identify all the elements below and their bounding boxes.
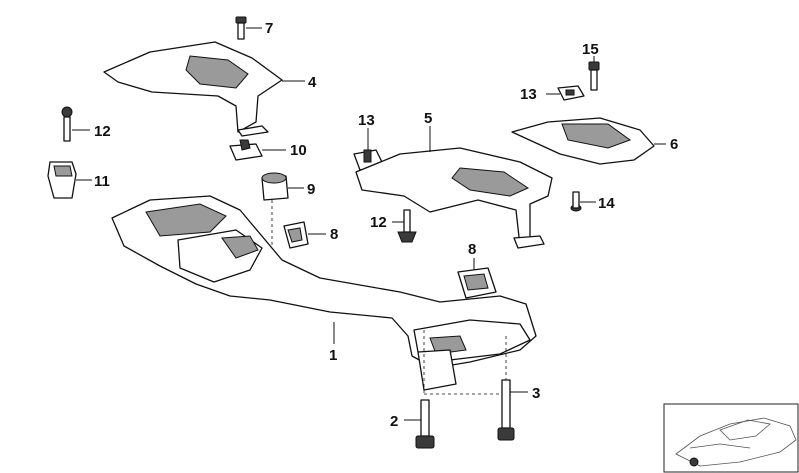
part-10-clip (229, 139, 286, 161)
part-14-screw (570, 191, 596, 212)
callout-12: 12 (370, 214, 387, 231)
part-11-bush (47, 161, 92, 199)
callout-13: 13 (358, 112, 375, 129)
part-13-clip-nut-right (546, 85, 585, 101)
callout-7: 7 (265, 20, 273, 37)
part-7-bolt (235, 16, 262, 40)
callout-1: 1 (329, 347, 337, 364)
callout-5: 5 (424, 110, 432, 127)
vehicle-locator-inset (663, 403, 799, 473)
part-12-screw-middle (392, 209, 417, 243)
part-3-bolt (497, 379, 528, 441)
callout-14: 14 (598, 195, 615, 212)
callout-9: 9 (307, 181, 315, 198)
callout-labels: 7 4 15 13 12 13 5 6 10 11 9 14 12 8 8 1 … (94, 20, 678, 430)
part-2-bolt (404, 399, 435, 449)
callout-2: 2 (390, 413, 398, 430)
callout-15: 15 (582, 41, 599, 58)
callout-8: 8 (330, 226, 338, 243)
part-6-right-plate (511, 117, 666, 165)
part-15-screw (588, 56, 600, 91)
part-4-cover-plate (103, 41, 305, 137)
callout-4: 4 (308, 74, 317, 91)
callout-13: 13 (520, 86, 537, 103)
callout-3: 3 (532, 385, 540, 402)
part-5-center-plate (355, 126, 553, 249)
callout-12: 12 (94, 123, 111, 140)
part-8-bracket-right (457, 258, 497, 299)
part-8-bracket-left (283, 221, 326, 249)
part-1-subframe (111, 195, 537, 395)
callout-8: 8 (468, 241, 476, 258)
part-12-screw-left (61, 106, 90, 142)
callout-10: 10 (290, 142, 307, 159)
callout-6: 6 (670, 136, 678, 153)
callout-11: 11 (94, 173, 110, 190)
part-9-sleeve (261, 172, 304, 288)
